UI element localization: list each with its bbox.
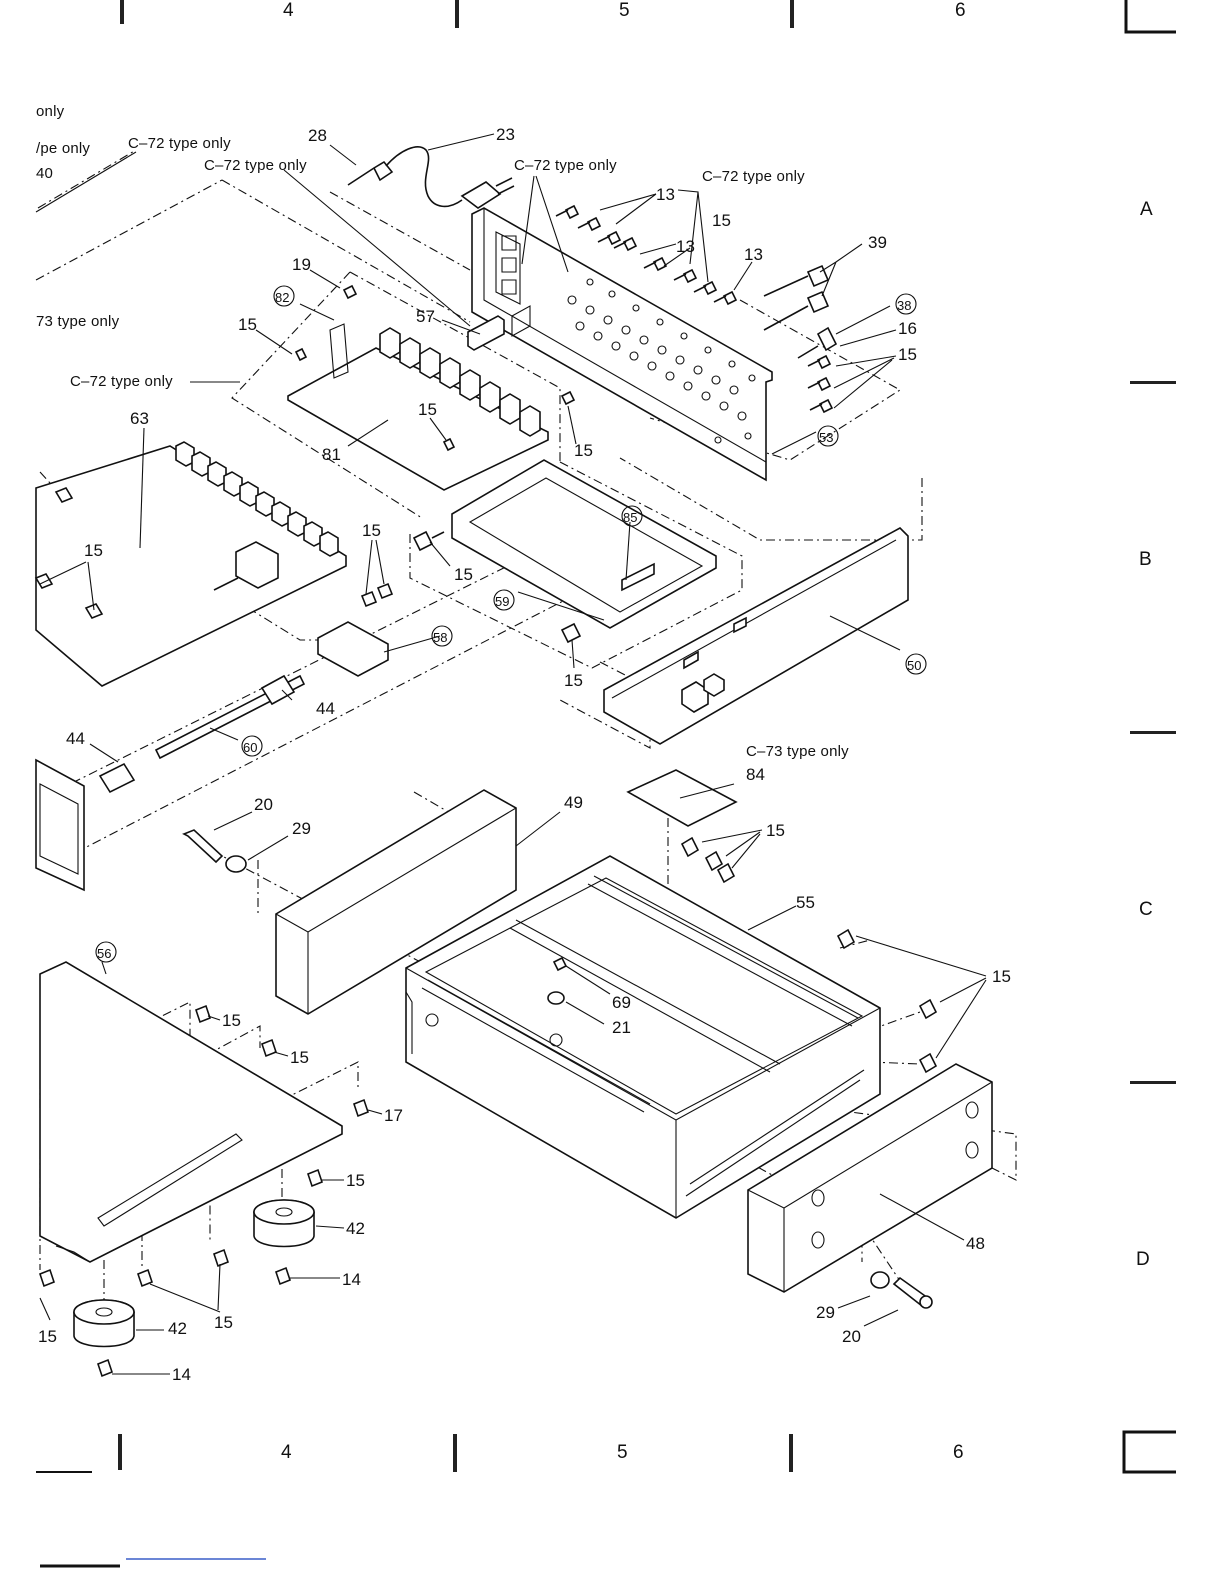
part-label-15-q: 15 <box>38 1327 57 1346</box>
bracket-57 <box>468 316 504 350</box>
part-label-13-b: 13 <box>676 237 695 256</box>
part-label-44-b: 44 <box>66 729 85 748</box>
note-ype-only: /pe only <box>36 140 90 157</box>
part-label-15-i: 15 <box>564 671 583 690</box>
part-label-39: 39 <box>868 233 887 252</box>
part-label-44-a: 44 <box>316 699 335 718</box>
grid-frame <box>36 0 1176 1566</box>
part-label-15-h: 15 <box>454 565 473 584</box>
row-label-b: B <box>1139 549 1152 570</box>
part-label-29-a: 29 <box>292 819 311 838</box>
note-c72-type-only-4: C–72 type only <box>702 168 805 185</box>
part-label-60: 60 <box>243 740 257 755</box>
part-label-15-d: 15 <box>418 400 437 419</box>
part-label-17: 17 <box>384 1106 403 1125</box>
part-label-48: 48 <box>966 1234 985 1253</box>
part-label-19: 19 <box>292 255 311 274</box>
part-label-69: 69 <box>612 993 631 1012</box>
screw-right-3 <box>920 1054 936 1072</box>
part-label-55: 55 <box>796 893 815 912</box>
part-label-15-g: 15 <box>362 521 381 540</box>
part-label-16: 16 <box>898 319 917 338</box>
row-label-c: C <box>1139 899 1153 920</box>
col-label-5: 5 <box>619 0 630 21</box>
part-label-15-e: 15 <box>574 441 593 460</box>
part-label-15-m: 15 <box>222 1011 241 1030</box>
col-label-6-bottom: 6 <box>953 1442 964 1463</box>
foot-42-left <box>74 1300 134 1347</box>
note-c72-type-only-2: C–72 type only <box>204 157 307 174</box>
note-only: only <box>36 103 65 120</box>
note-40: 40 <box>36 165 53 182</box>
part-label-59: 59 <box>495 594 509 609</box>
shield-case-59 <box>362 460 716 642</box>
note-c72-type-only-1: C–72 type only <box>128 135 231 152</box>
part-label-14-a: 14 <box>342 1270 361 1289</box>
part-label-15-c: 15 <box>238 315 257 334</box>
part-label-13-a: 13 <box>656 185 675 204</box>
part-label-58: 58 <box>433 630 447 645</box>
part-label-13-c: 13 <box>744 245 763 264</box>
note-c72-type-only-3: C–72 type only <box>514 157 617 174</box>
part-label-53: 53 <box>819 430 833 445</box>
part-label-15-o: 15 <box>346 1171 365 1190</box>
col-label-5-bottom: 5 <box>617 1442 628 1463</box>
col-label-6: 6 <box>955 0 966 21</box>
screw-top-2 <box>706 852 722 870</box>
part-label-15-n: 15 <box>290 1048 309 1067</box>
bracket-58 <box>318 622 388 676</box>
part-label-63: 63 <box>130 409 149 428</box>
note-c72-type-only-5: C–72 type only <box>70 373 173 390</box>
shaft-60 <box>100 676 304 792</box>
part-label-56: 56 <box>97 946 111 961</box>
part-label-20-a: 20 <box>254 795 273 814</box>
row-label-a: A <box>1140 199 1153 220</box>
part-label-42-b: 42 <box>168 1319 187 1338</box>
front-panel-fragment <box>36 760 84 890</box>
part-label-21: 21 <box>612 1018 631 1037</box>
part-label-84: 84 <box>746 765 765 784</box>
part-label-82: 82 <box>275 290 289 305</box>
note-c73-type-only: C–73 type only <box>746 743 849 760</box>
part-label-50: 50 <box>907 658 921 673</box>
part-label-15-a: 15 <box>712 211 731 230</box>
part-label-57: 57 <box>416 307 435 326</box>
part-label-20-b: 20 <box>842 1327 861 1346</box>
part-label-15-b: 15 <box>898 345 917 364</box>
part-label-14-b: 14 <box>172 1365 191 1384</box>
part-label-38: 38 <box>897 298 911 313</box>
part-label-42-a: 42 <box>346 1219 365 1238</box>
part-label-15-p: 15 <box>214 1313 233 1332</box>
part-label-81: 81 <box>322 445 341 464</box>
part-label-23: 23 <box>496 125 515 144</box>
screw-right-2 <box>920 1000 936 1018</box>
part-label-29-b: 29 <box>816 1303 835 1322</box>
col-label-4: 4 <box>283 0 294 21</box>
note-73-type-only: 73 type only <box>36 313 120 330</box>
power-cord <box>348 147 514 208</box>
screw-top-3 <box>718 864 734 882</box>
part-label-85: 85 <box>623 510 637 525</box>
screw-top-1 <box>682 838 698 856</box>
washer-21 <box>548 992 564 1004</box>
col-label-4-bottom: 4 <box>281 1442 292 1463</box>
part-label-15-l: 15 <box>992 967 1011 986</box>
part-label-28: 28 <box>308 126 327 145</box>
screw-right-1 <box>838 930 854 948</box>
part-label-15-k: 15 <box>766 821 785 840</box>
part-label-49: 49 <box>564 793 583 812</box>
foot-42-right <box>254 1200 314 1247</box>
row-label-d: D <box>1136 1249 1150 1270</box>
part-label-15-f: 15 <box>84 541 103 560</box>
